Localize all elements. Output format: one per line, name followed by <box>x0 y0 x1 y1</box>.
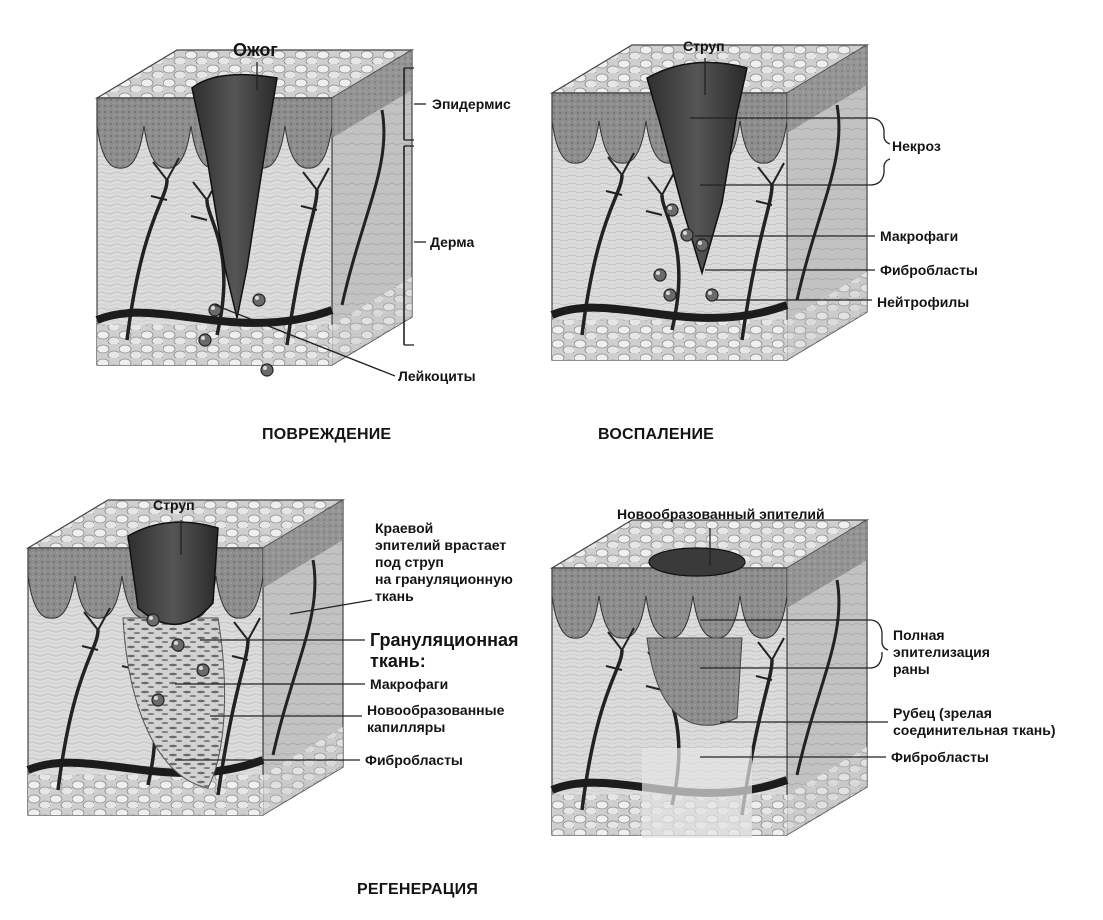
label-scar: Рубец (зрелая соединительная ткань) <box>893 705 1056 738</box>
label-new-capillaries: Новообразованные капилляры <box>367 702 505 735</box>
granulation-tissue <box>122 617 226 789</box>
cell <box>151 693 165 707</box>
capillary-branch <box>605 152 635 196</box>
cell <box>208 303 222 317</box>
block-injury <box>94 48 415 377</box>
scab <box>127 521 219 625</box>
capillary-branch <box>605 627 635 671</box>
cell <box>680 228 694 242</box>
cell <box>663 288 677 302</box>
label-macrophages-inflammation: Макрофаги <box>880 228 959 244</box>
label-fibroblasts-granulation: Фибробласты <box>365 752 463 768</box>
label-dermis: Дерма <box>430 234 475 250</box>
scab-remnant <box>648 547 746 577</box>
fat-layer <box>97 325 332 365</box>
block-granulation <box>25 498 346 817</box>
blood-vessel <box>56 629 100 791</box>
cell <box>171 638 185 652</box>
bracket-epithelization <box>869 619 889 651</box>
blood-vessel <box>285 189 319 346</box>
label-fibroblasts-remodeling: Фибробласты <box>891 749 989 765</box>
necrotic-wound <box>646 61 748 276</box>
label-burn: Ожог <box>233 40 278 60</box>
blood-vessel <box>580 174 624 336</box>
title-inflammation: ВОСПАЛЕНИЕ <box>598 426 715 443</box>
cell <box>705 288 719 302</box>
bracket-necrosis <box>869 117 891 145</box>
capillary-branch <box>231 617 261 661</box>
label-full-epithelization: Полная эпителизация раны <box>893 627 990 677</box>
leader-leukocytes <box>214 304 396 377</box>
label-scab-granulation: Струп <box>153 497 195 513</box>
capillary-branch <box>150 157 180 201</box>
cell <box>260 363 274 377</box>
blood-vessel <box>125 179 169 341</box>
side-vessel <box>340 109 386 306</box>
fat-layer <box>28 775 263 815</box>
block-inflammation <box>549 43 870 362</box>
capillary-branch <box>645 172 675 216</box>
side-vessel <box>271 559 317 756</box>
capillary-branch <box>755 637 785 681</box>
label-granulation-tissue: Грануляционная ткань: <box>370 630 519 671</box>
label-neutrophils: Нейтрофилы <box>877 294 970 310</box>
cell <box>198 333 212 347</box>
label-marginal-epithelium: Краевой эпителий врастает под струп на г… <box>375 520 513 604</box>
cell <box>196 663 210 677</box>
scar-tissue <box>642 748 752 838</box>
capillary-branch <box>81 607 111 651</box>
caption-regeneration: РЕГЕНЕРАЦИЯ <box>357 881 479 898</box>
block-remodeling <box>549 518 870 838</box>
blood-vessel <box>216 639 250 796</box>
deep-vessel <box>550 301 789 322</box>
leader-marginal-epithelium <box>289 599 373 615</box>
label-necrosis: Некроз <box>892 138 941 154</box>
deep-vessel <box>95 306 334 327</box>
side-vessel <box>795 104 841 301</box>
label-fibroblasts-inflammation: Фибробласты <box>880 262 978 278</box>
cell <box>146 613 160 627</box>
fat-layer <box>552 320 787 360</box>
cell <box>695 238 709 252</box>
label-leukocytes: Лейкоциты <box>398 368 476 384</box>
capillary-branch <box>755 162 785 206</box>
capillary-branch <box>300 167 330 211</box>
label-scab-inflammation: Струп <box>683 38 725 54</box>
epidermis-layer <box>551 567 788 639</box>
cell <box>665 203 679 217</box>
deep-vessel <box>26 756 265 777</box>
side-vessel <box>795 579 841 776</box>
cell <box>653 268 667 282</box>
label-new-epithelium: Новообразованный эпителий <box>617 506 825 522</box>
blood-vessel <box>740 184 774 341</box>
new-epithelium <box>646 637 743 726</box>
title-injury: ПОВРЕЖДЕНИЕ <box>262 426 392 443</box>
burn-wound <box>191 73 278 319</box>
label-epidermis: Эпидермис <box>432 96 511 112</box>
cell <box>252 293 266 307</box>
label-macrophages-granulation: Макрофаги <box>370 676 449 692</box>
blood-vessel <box>660 194 681 331</box>
blood-vessel <box>580 649 624 811</box>
